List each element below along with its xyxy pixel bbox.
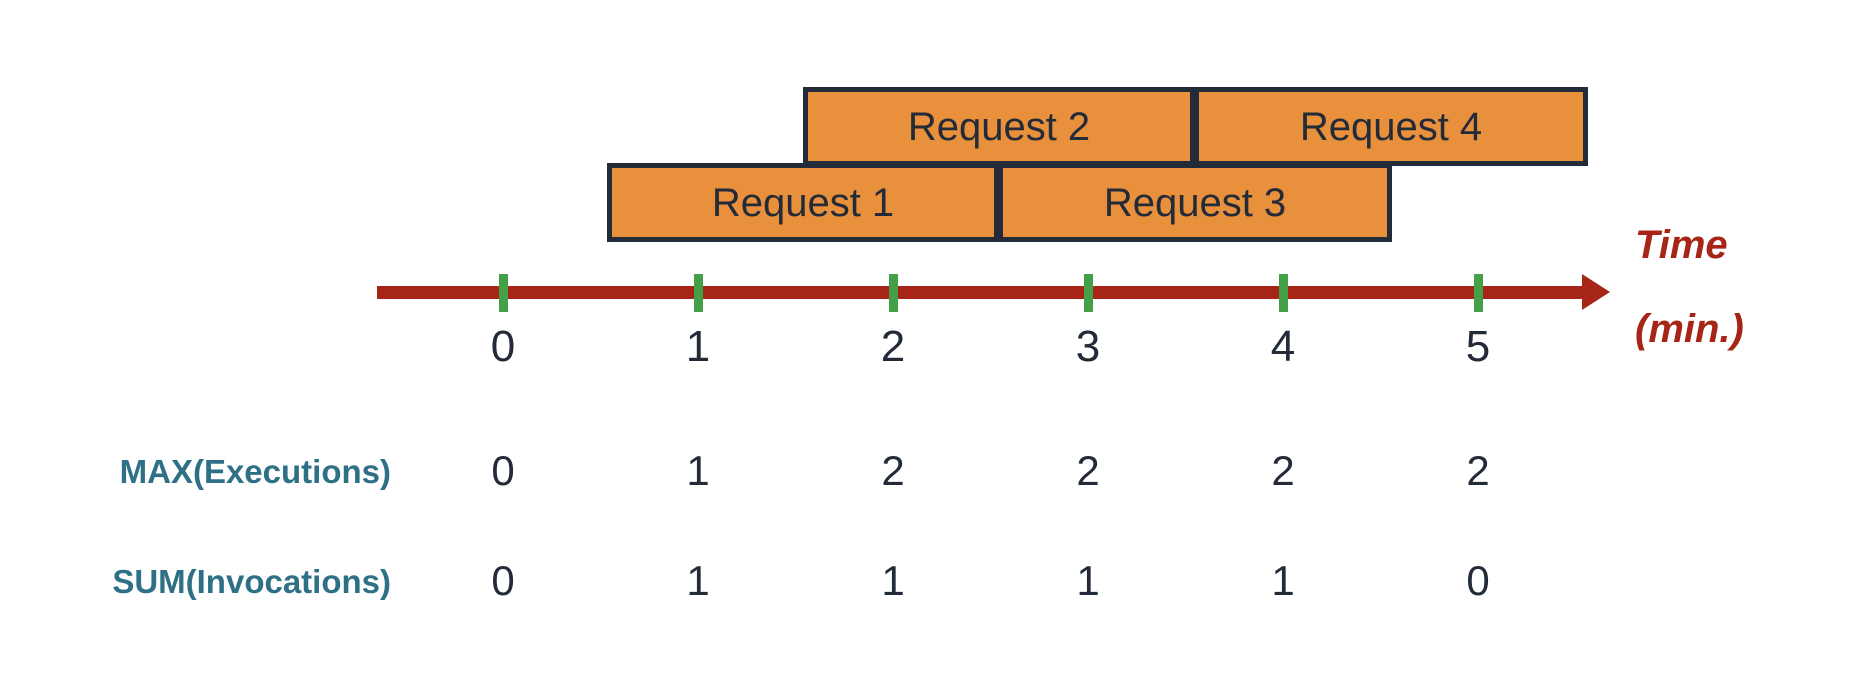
axis-tick-label-3: 3 <box>1075 322 1101 371</box>
axis-tick-5 <box>1474 274 1483 312</box>
axis-tick-0 <box>499 274 508 312</box>
metric-value-sum-4: 1 <box>1271 557 1295 604</box>
metric-value-max-2: 2 <box>881 447 905 494</box>
metric-value-max-3: 2 <box>1076 447 1100 494</box>
request-bar-request-1: Request 1 <box>607 163 999 242</box>
axis-tick-label-1: 1 <box>685 322 711 371</box>
metric-value-sum-1: 1 <box>686 557 710 604</box>
timeline-arrow-icon <box>1582 274 1610 310</box>
metric-value-sum-2: 1 <box>881 557 905 604</box>
metric-value-sum-3: 1 <box>1076 557 1100 604</box>
request-bar-request-3: Request 3 <box>998 163 1392 242</box>
request-bar-label: Request 3 <box>1103 180 1287 225</box>
axis-tick-3 <box>1084 274 1093 312</box>
axis-tick-label-4: 4 <box>1270 322 1296 371</box>
metric-value-sum-5: 0 <box>1466 557 1490 604</box>
metric-label-sum-invocations: SUM(Invocations) <box>112 563 391 600</box>
request-bar-label: Request 4 <box>1299 104 1483 149</box>
request-bar-label: Request 2 <box>907 104 1091 149</box>
axis-caption: Time (min.) <box>1635 225 1835 349</box>
axis-tick-label-0: 0 <box>490 322 516 371</box>
metric-value-sum-0: 0 <box>491 557 515 604</box>
request-bar-label: Request 1 <box>711 180 895 225</box>
metric-value-max-0: 0 <box>491 447 515 494</box>
axis-tick-4 <box>1279 274 1288 312</box>
axis-tick-2 <box>889 274 898 312</box>
metric-value-max-4: 2 <box>1271 447 1295 494</box>
axis-tick-1 <box>694 274 703 312</box>
axis-caption-line-1: Time <box>1635 223 1728 267</box>
axis-caption-line-2: (min.) <box>1635 307 1744 351</box>
metric-value-max-5: 2 <box>1466 447 1490 494</box>
request-bar-request-2: Request 2 <box>803 87 1195 166</box>
metric-label-max-executions: MAX(Executions) <box>119 453 391 490</box>
metric-value-max-1: 1 <box>686 447 710 494</box>
axis-tick-label-2: 2 <box>880 322 906 371</box>
timeline-axis-line <box>377 286 1592 299</box>
request-bar-request-4: Request 4 <box>1194 87 1588 166</box>
axis-tick-label-5: 5 <box>1465 322 1491 371</box>
